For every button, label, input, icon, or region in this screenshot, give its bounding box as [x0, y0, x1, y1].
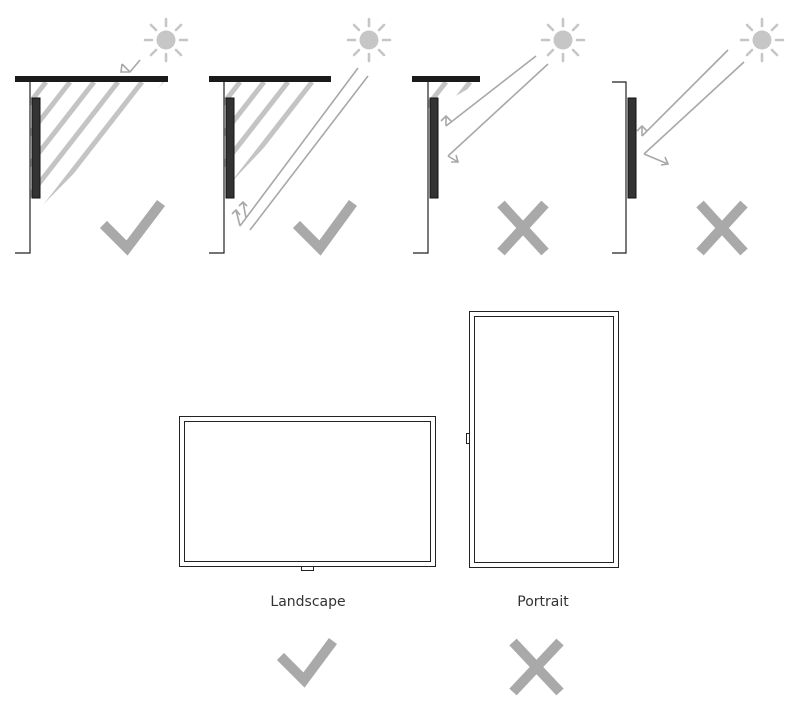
shade-hatching	[30, 82, 164, 218]
sun-rays	[636, 49, 745, 166]
sun-icon	[346, 17, 392, 63]
display	[31, 97, 41, 199]
shade-hatching	[224, 82, 326, 190]
scenario-3-direct-sun	[412, 17, 586, 256]
overhang	[209, 76, 331, 82]
wall	[612, 81, 627, 254]
display	[627, 97, 637, 199]
landscape-label: Landscape	[270, 594, 346, 610]
landscape-display	[179, 416, 436, 571]
check-icon	[276, 638, 337, 688]
portrait-label: Portrait	[517, 594, 569, 610]
scenario-1-full-shade	[15, 17, 189, 256]
cross-icon	[509, 638, 564, 696]
landscape-sensor	[301, 566, 314, 571]
scenario-2-partial-shade	[209, 17, 392, 256]
cross-icon	[497, 200, 549, 256]
portrait-sensor	[466, 433, 470, 444]
check-icon	[292, 200, 357, 256]
portrait-screen	[474, 316, 614, 563]
display	[225, 97, 235, 199]
wall	[15, 82, 31, 254]
shade-hatching	[428, 82, 472, 112]
sun-icon	[739, 17, 785, 63]
wall	[209, 82, 225, 254]
arrow-icon	[120, 59, 141, 74]
overhang	[412, 76, 480, 82]
cross-icon	[696, 200, 748, 256]
overhang	[15, 76, 168, 82]
sun-icon	[540, 17, 586, 63]
landscape-screen	[184, 421, 431, 562]
portrait-display	[466, 311, 619, 568]
wall	[413, 82, 429, 254]
sun-icon	[143, 17, 189, 63]
sun-rays	[231, 67, 369, 231]
scenario-4-no-overhang	[612, 17, 785, 256]
check-icon	[99, 199, 166, 256]
display	[429, 97, 439, 199]
sun-rays	[440, 55, 549, 163]
